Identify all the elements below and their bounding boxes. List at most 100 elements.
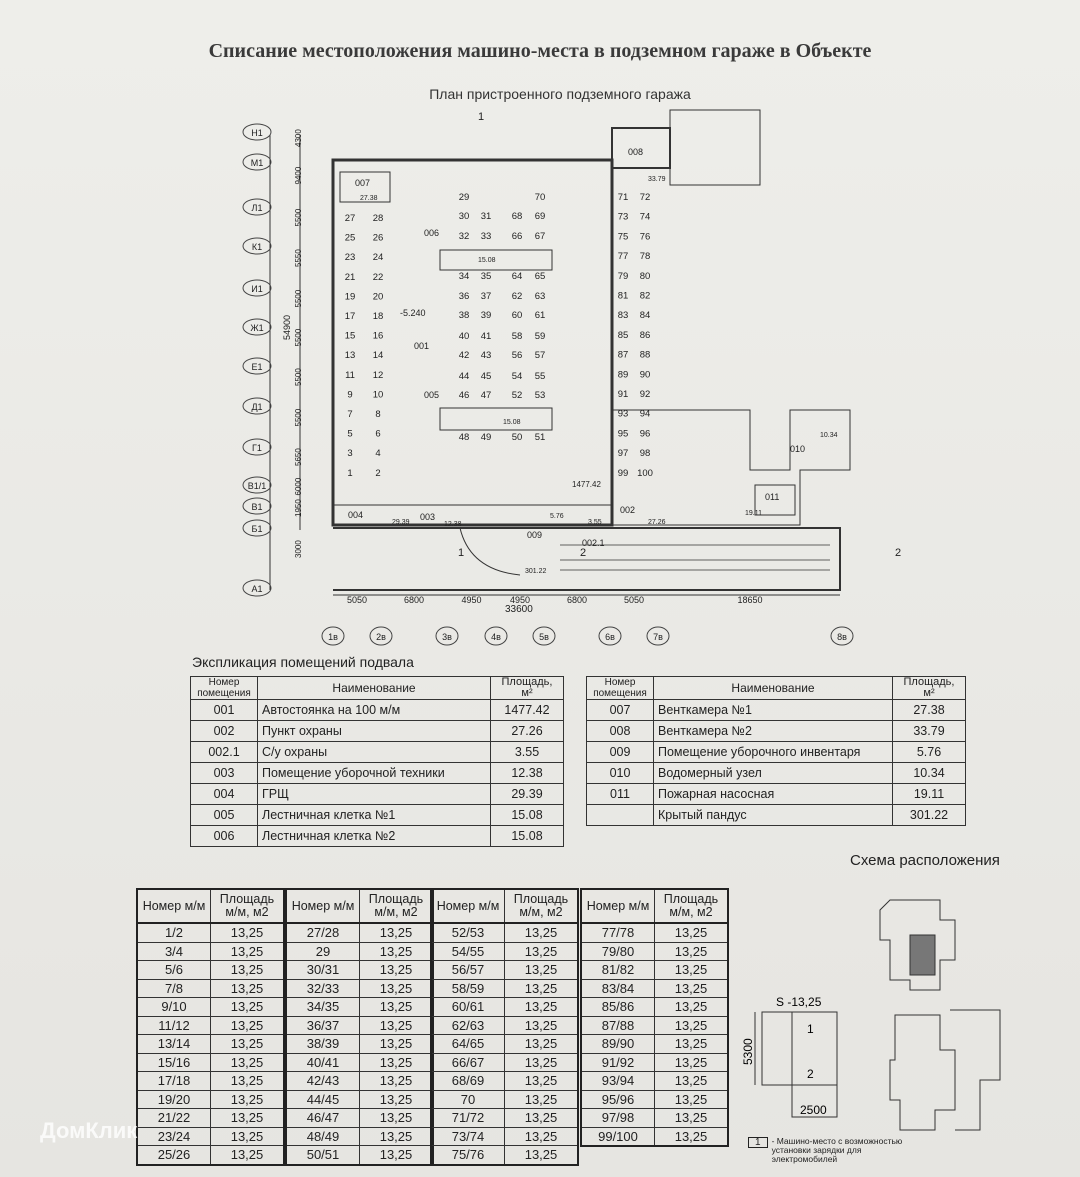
parking-spot-60: 60 bbox=[512, 310, 523, 321]
room-area-008: 33.79 bbox=[648, 176, 666, 183]
parking-spot-35: 35 bbox=[481, 271, 492, 282]
room-number: 005 bbox=[190, 804, 258, 826]
column-dimension: 6800 bbox=[404, 595, 424, 605]
header-room-number: Номер помещения bbox=[190, 676, 258, 700]
spot-number: 89/90 bbox=[580, 1034, 655, 1054]
spot-number: 58/59 bbox=[430, 978, 505, 998]
spot-area: 13,25 bbox=[210, 1034, 285, 1054]
spot-area: 13,25 bbox=[654, 978, 729, 998]
room-name: Лестничная клетка №1 bbox=[257, 804, 491, 826]
spot-area: 13,25 bbox=[504, 1071, 579, 1091]
header-spot-number: Номер м/м bbox=[430, 888, 505, 924]
grid-axis-bubble bbox=[532, 626, 556, 646]
room-name: Пожарная насосная bbox=[653, 783, 893, 805]
parking-spot-23: 23 bbox=[345, 252, 356, 263]
watermark: ДомКлик bbox=[40, 1118, 138, 1143]
spot-number: 85/86 bbox=[580, 997, 655, 1017]
parking-spot-54: 54 bbox=[512, 371, 523, 382]
grid-row-bubble bbox=[242, 123, 272, 141]
spot-area: 13,25 bbox=[654, 1034, 729, 1054]
spot-number: 34/35 bbox=[285, 997, 360, 1017]
parking-spot-96: 96 bbox=[640, 428, 651, 439]
parking-spot-67: 67 bbox=[535, 231, 546, 242]
room-area-005: 15.08 bbox=[503, 419, 521, 426]
spot-area: 13,25 bbox=[504, 960, 579, 980]
spot-1-label: 1 bbox=[807, 1022, 814, 1036]
parking-spot-47: 47 bbox=[481, 390, 492, 401]
spot-area: 13,25 bbox=[504, 941, 579, 961]
plan-title: План пристроенного подземного гаража bbox=[429, 86, 691, 102]
parking-spot-53: 53 bbox=[535, 390, 546, 401]
spot-area: 13,25 bbox=[504, 997, 579, 1017]
spot-area: 13,25 bbox=[654, 922, 729, 943]
parking-spot-6: 6 bbox=[375, 429, 380, 440]
row-dimension: 6000 bbox=[294, 477, 303, 495]
grid-row-bubble bbox=[242, 153, 272, 171]
parking-spot-40: 40 bbox=[459, 331, 470, 342]
parking-spot-19: 19 bbox=[345, 291, 356, 302]
spot-number: 46/47 bbox=[285, 1108, 360, 1128]
spot-2-label: 2 bbox=[807, 1067, 814, 1081]
room-label-003: 003 bbox=[420, 512, 435, 522]
parking-spot-33: 33 bbox=[481, 231, 492, 242]
spot-area-label: S -13,25 bbox=[776, 995, 822, 1009]
total-area-label: 1477.42 bbox=[572, 480, 601, 489]
room-area: 29.39 bbox=[490, 783, 564, 805]
room-area-006: 15.08 bbox=[478, 257, 496, 264]
spot-area: 13,25 bbox=[210, 978, 285, 998]
parking-spot-99: 99 bbox=[618, 468, 629, 479]
spot-number: 48/49 bbox=[285, 1126, 360, 1146]
row-dimension: 5650 bbox=[294, 448, 303, 466]
document-title: Списание местоположения машино-места в п… bbox=[208, 40, 872, 62]
room-011-outline bbox=[754, 484, 796, 516]
parking-spot-32: 32 bbox=[459, 231, 470, 242]
parking-spot-12: 12 bbox=[373, 370, 384, 381]
spot-area: 13,25 bbox=[504, 1126, 579, 1146]
room-007-outline bbox=[339, 171, 391, 203]
spot-number: 83/84 bbox=[580, 978, 655, 998]
spot-area: 13,25 bbox=[210, 1126, 285, 1146]
grid-axis-bubble bbox=[646, 626, 670, 646]
spot-area: 13,25 bbox=[654, 960, 729, 980]
spot-number: 64/65 bbox=[430, 1034, 505, 1054]
parking-spot-10: 10 bbox=[373, 389, 384, 400]
spot-area: 13,25 bbox=[654, 1108, 729, 1128]
spot-area: 13,25 bbox=[210, 1071, 285, 1091]
spot-number: 56/57 bbox=[430, 960, 505, 980]
parking-spot-78: 78 bbox=[640, 251, 651, 262]
parking-spot-26: 26 bbox=[373, 233, 384, 244]
spot-area: 13,25 bbox=[654, 1071, 729, 1091]
parking-spot-79: 79 bbox=[618, 271, 629, 282]
grid-row-label: И1 bbox=[251, 284, 262, 294]
highlighted-garage bbox=[909, 934, 936, 976]
parking-spot-64: 64 bbox=[512, 271, 523, 282]
grid-row-bubble bbox=[242, 497, 272, 515]
spot-number: 99/100 bbox=[580, 1126, 655, 1147]
annex-outline bbox=[612, 409, 851, 526]
spot-number: 50/51 bbox=[285, 1145, 360, 1165]
parking-spot-28: 28 bbox=[373, 213, 384, 224]
spot-number: 44/45 bbox=[285, 1089, 360, 1109]
grid-row-bubble bbox=[242, 198, 272, 216]
ramp-outline bbox=[333, 527, 841, 591]
grid-axis-label: 1в bbox=[328, 632, 338, 642]
room-name: ГРЩ bbox=[257, 783, 491, 805]
